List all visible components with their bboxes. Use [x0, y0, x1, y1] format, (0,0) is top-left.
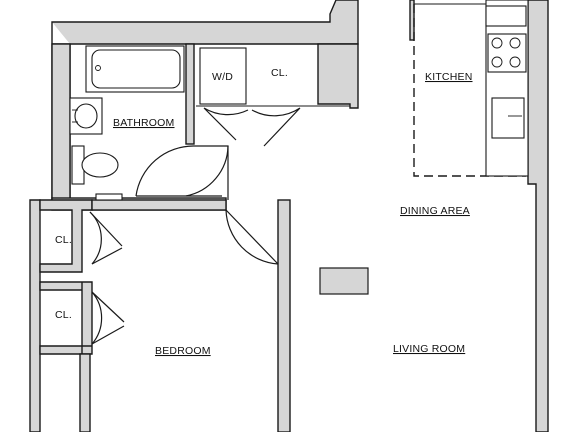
label-bathroom: BATHROOM — [113, 117, 175, 129]
label-bedroom-closet-lower: CL. — [55, 309, 72, 321]
wall-laundry-right — [317, 43, 359, 109]
bedroom-door-leaf — [225, 209, 279, 265]
kitchen — [413, 0, 529, 177]
floor-grille — [95, 193, 123, 201]
closet-lower-arc — [91, 291, 103, 345]
closet-lower-door-1 — [91, 291, 125, 323]
room-labels: BATHROOM W/D CL. KITCHEN DINING AREA CL.… — [55, 67, 473, 357]
burner-icon — [491, 56, 503, 68]
label-dining-area: DINING AREA — [400, 205, 470, 217]
burner-icon — [509, 37, 521, 49]
bedroom-closet-doors — [89, 209, 279, 345]
wall-closet-lower — [39, 281, 93, 355]
label-bedroom: BEDROOM — [155, 345, 211, 357]
wall-bedroom-left-lower — [79, 353, 91, 432]
laundry-fixtures — [196, 47, 350, 147]
kitchen-upper-cabinet — [485, 5, 527, 27]
bathroom-door-swing — [135, 145, 195, 197]
kitchen-counter — [485, 0, 529, 177]
wall-bath-laundry — [185, 43, 195, 145]
wall-right-exterior — [527, 0, 549, 432]
closet-upper-door-2 — [91, 247, 123, 265]
washer-dryer-box — [199, 47, 247, 105]
laundry-door-right — [251, 107, 301, 147]
wall-bedroom-living — [277, 199, 291, 432]
closet-upper-arc — [89, 211, 102, 265]
living-room-column — [319, 267, 369, 295]
wall-bath-left — [51, 43, 71, 203]
burner-icon — [491, 37, 503, 49]
sink-basin — [74, 103, 98, 129]
toilet-bowl — [81, 152, 119, 178]
label-bath-closet: CL. — [271, 67, 288, 79]
label-living-room: LIVING ROOM — [393, 343, 465, 355]
burner-icon — [509, 56, 521, 68]
bathtub-inner — [91, 49, 181, 89]
wall-bedroom-top — [91, 199, 227, 211]
label-washer-dryer: W/D — [212, 71, 233, 83]
walls — [29, 0, 549, 432]
label-bedroom-closet-upper: CL. — [55, 234, 72, 246]
label-kitchen: KITCHEN — [425, 71, 473, 83]
bathroom-door-arc-2 — [185, 145, 229, 197]
wall-bedroom-left — [29, 199, 41, 432]
laundry-door-left — [203, 107, 249, 141]
bedroom-door-arc — [225, 209, 279, 265]
closet-lower-door-2 — [91, 325, 125, 345]
kitchen-sink — [491, 97, 525, 139]
bathroom-fixtures — [69, 45, 229, 201]
tub-drain-icon — [95, 65, 101, 71]
